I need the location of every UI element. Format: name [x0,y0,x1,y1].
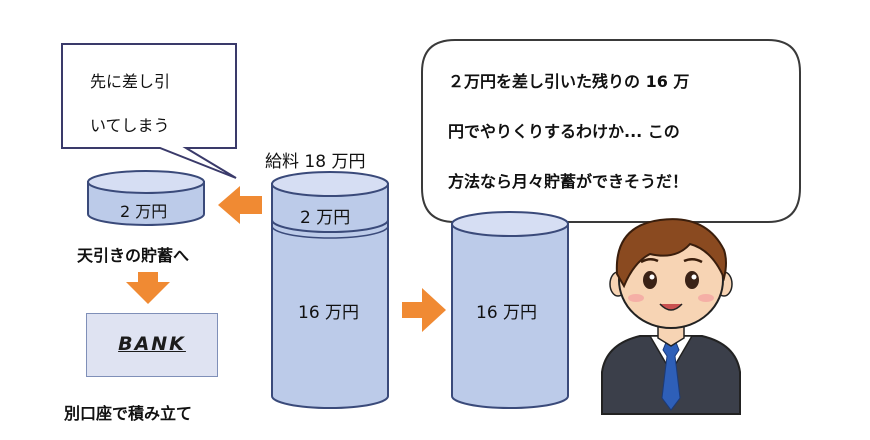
left-note-bubble [61,43,237,179]
speech-line-2: 円でやりくりするわけか... この [448,122,680,141]
speech-line-1: ２万円を差し引いた残りの 16 万 [448,72,690,91]
salary-cylinder [271,171,389,409]
savings-label: 別口座で積み立て [64,404,193,423]
note-line-1: 先に差し引 [90,72,171,91]
salary-label: 給料 18 万円 [265,152,366,172]
arrow-left-icon [218,186,262,224]
deduction-label: 天引きの貯蓄へ [77,246,190,265]
small-cylinder [87,170,205,226]
salary-bottom-segment-label: 16 万円 [298,303,360,323]
speech-line-3: 方法なら月々貯蓄ができそうだ！ [448,172,689,191]
bank-label: BANK [118,333,186,355]
note-line-2: いてしまう [90,116,170,135]
salary-top-segment-label: 2 万円 [300,208,351,228]
arrow-right-icon [402,288,446,332]
man-character-icon [601,218,741,415]
small-cylinder-label: 2 万円 [120,202,168,221]
remaining-cylinder [451,211,569,409]
arrow-down-icon [126,272,170,304]
bank-box: BANK [86,313,218,377]
remaining-label: 16 万円 [476,303,538,323]
